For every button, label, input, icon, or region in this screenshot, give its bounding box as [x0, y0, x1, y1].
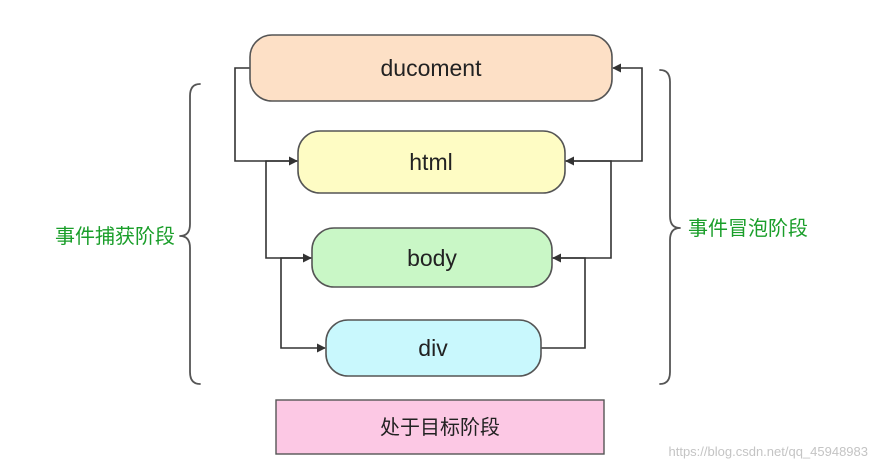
- capture-phase-label: 事件捕获阶段: [55, 224, 175, 248]
- node-document-label: ducoment: [380, 55, 482, 81]
- bubble-phase-brace: [659, 69, 681, 385]
- watermark-text: https://blog.csdn.net/qq_45948983: [669, 444, 869, 459]
- node-html-label: html: [409, 149, 452, 175]
- target-phase: 处于目标阶段: [275, 399, 605, 455]
- bubble-phase-label: 事件冒泡阶段: [688, 216, 808, 240]
- capture-connectors: [234, 67, 326, 353]
- capture-phase-brace: [179, 83, 201, 385]
- node-div-label: div: [418, 335, 448, 361]
- node-body-box: [311, 227, 553, 288]
- target-phase-box: [275, 399, 605, 455]
- node-div-box: [325, 319, 542, 377]
- bubble-arrow-html-to-document: [565, 63, 643, 162]
- node-document: ducoment: [249, 34, 613, 102]
- target-phase-label: 处于目标阶段: [380, 415, 500, 439]
- node-body-label: body: [407, 245, 457, 271]
- node-html: html: [297, 130, 566, 194]
- node-document-box: [249, 34, 613, 102]
- bubble-connectors: [541, 63, 643, 349]
- capture-arrow-body-to-div: [280, 257, 326, 353]
- node-html-box: [297, 130, 566, 194]
- node-div: div: [325, 319, 542, 377]
- node-body: body: [311, 227, 553, 288]
